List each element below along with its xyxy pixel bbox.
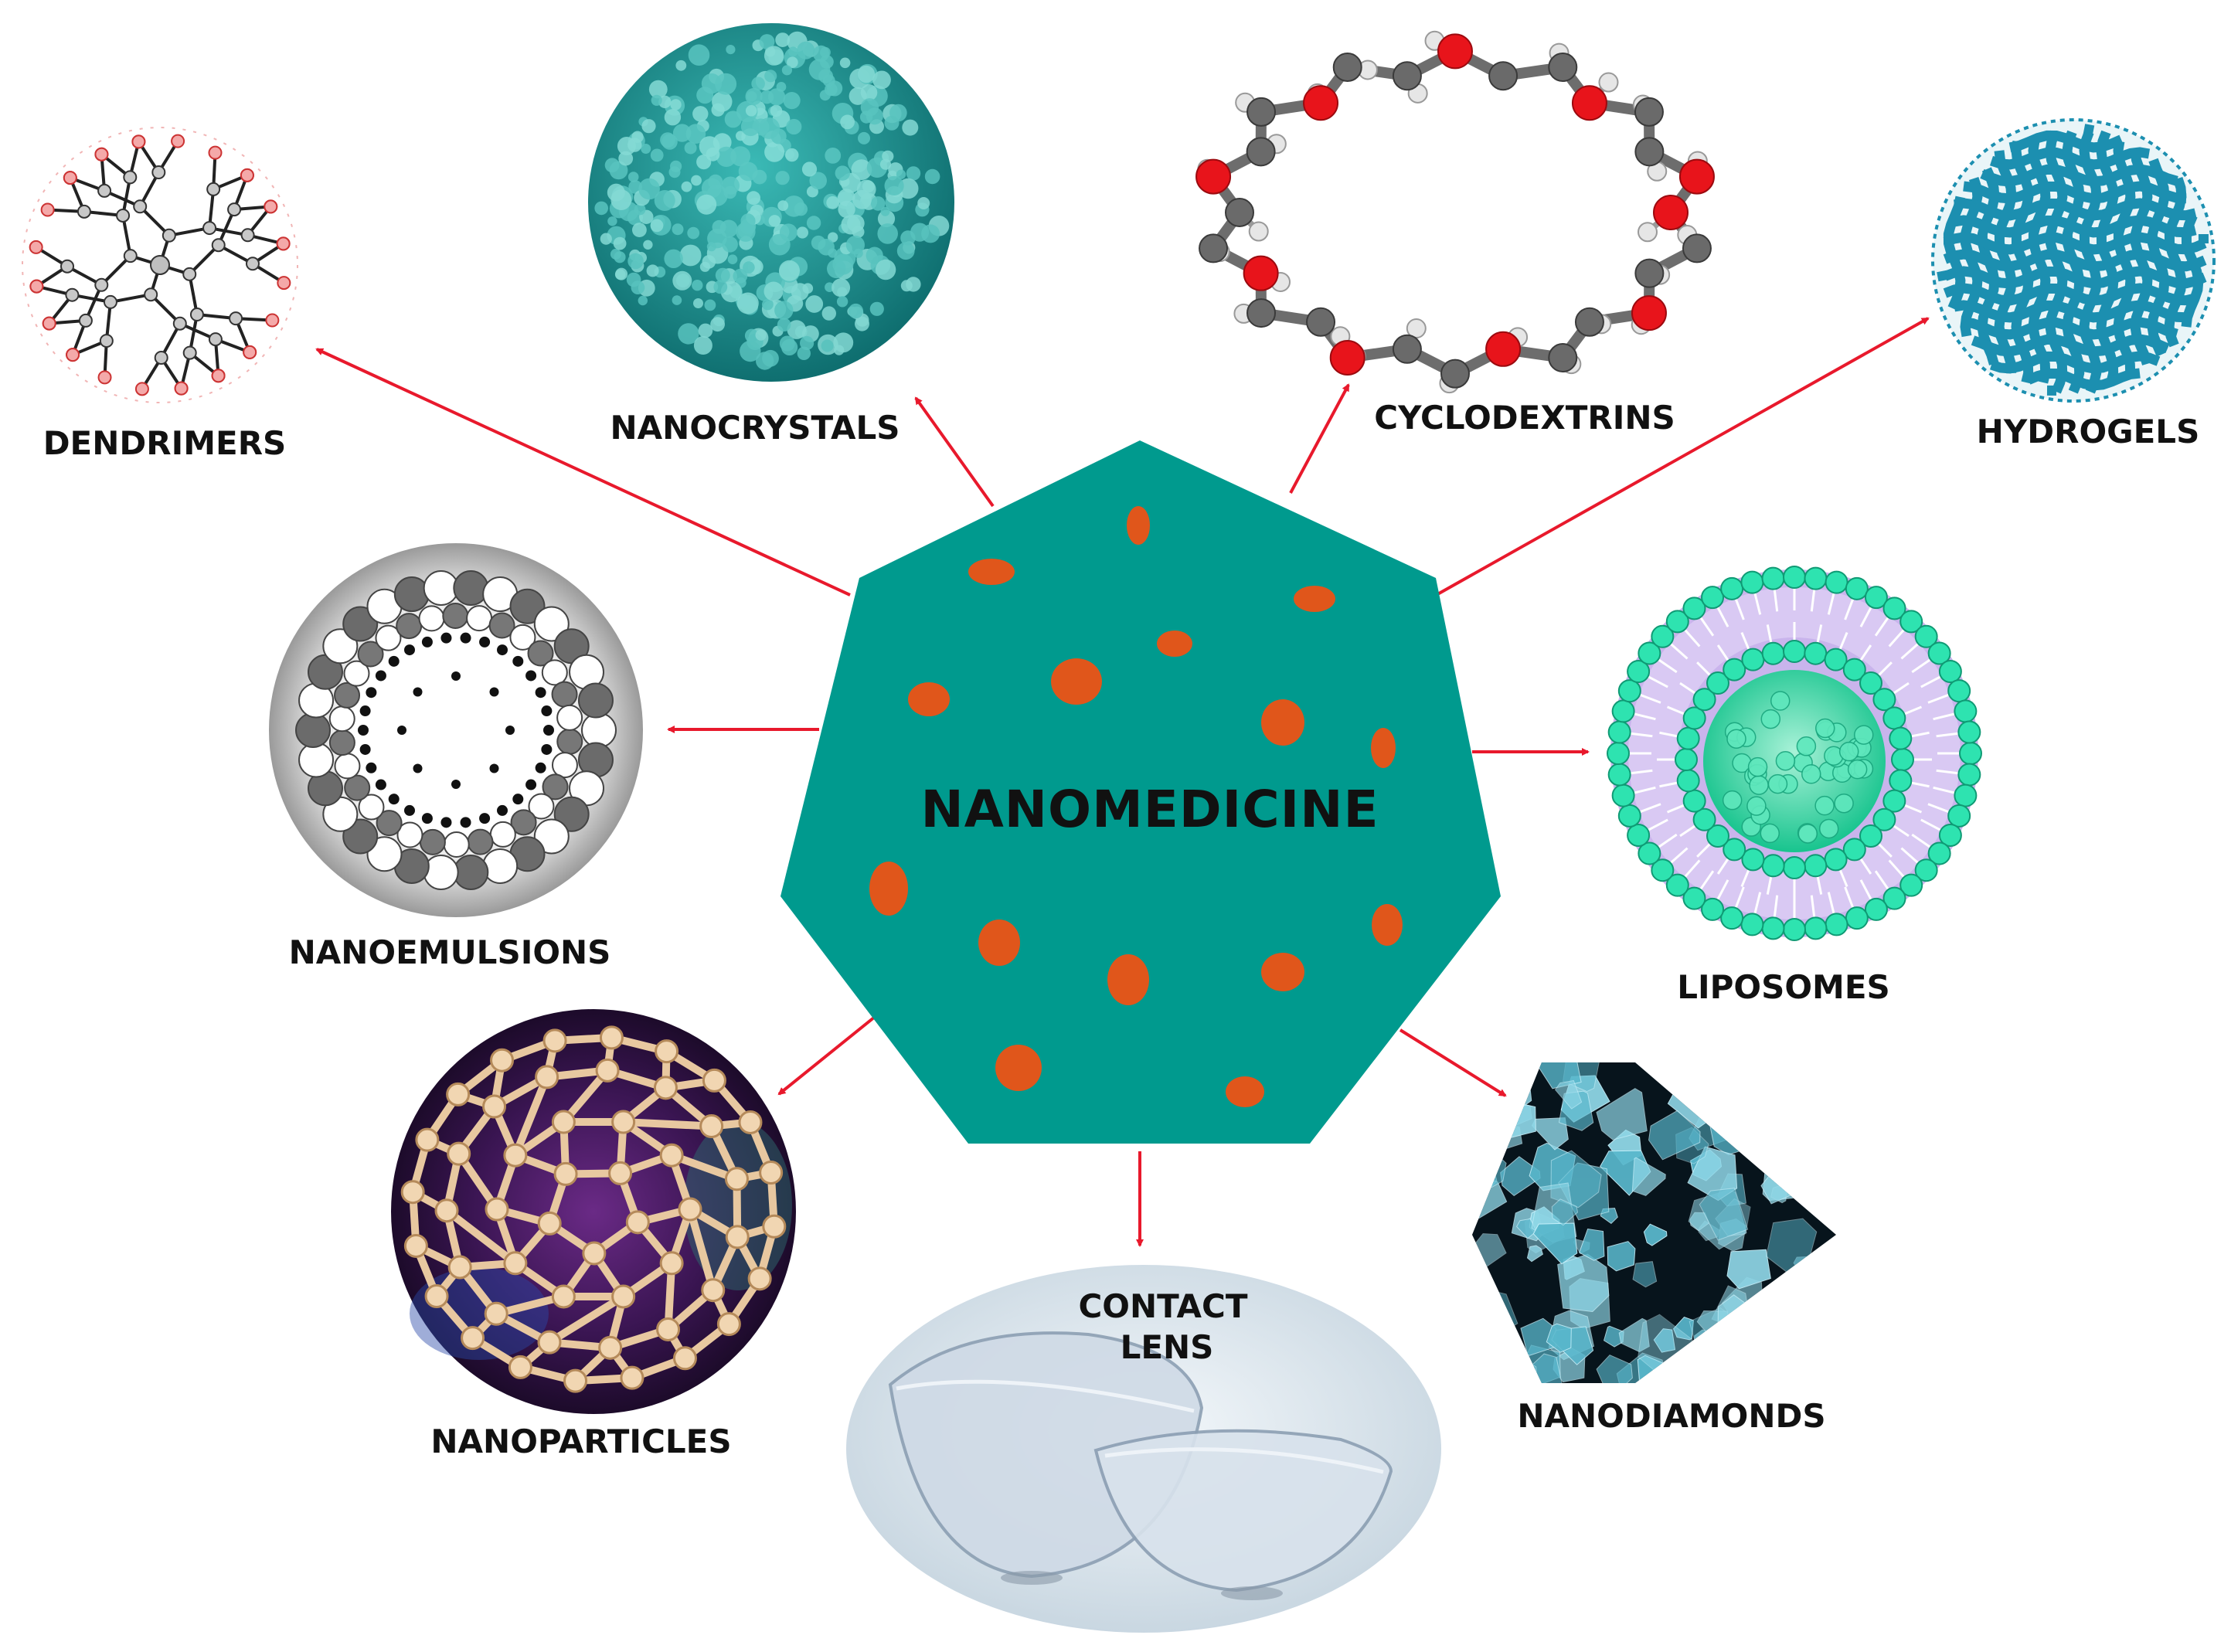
heptagon-shape <box>781 440 1501 1144</box>
arrow-to-cyclodextrins <box>1289 383 1350 494</box>
arrows <box>315 317 1930 1247</box>
arrow-to-nanocrystals <box>914 396 995 508</box>
liposome-icon <box>1607 566 1982 941</box>
hydrogel-icon <box>1931 118 2216 403</box>
nanoemulsion-icon <box>269 543 643 917</box>
drug-particles <box>869 506 1403 1107</box>
label-contact-lens-line1: CONTACT <box>1078 1287 1247 1325</box>
label-nanocrystals: NANOCRYSTALS <box>610 409 900 447</box>
center-title: NANOMEDICINE <box>920 780 1379 839</box>
nanomedicine-heptagon: NANOMEDICINE <box>781 440 1501 1144</box>
nanocrystal-icon <box>588 23 954 382</box>
dendrimer-icon <box>22 127 298 403</box>
label-liposomes: LIPOSOMES <box>1677 968 1890 1006</box>
nanodiamond-icon <box>1472 1062 1836 1383</box>
arrow-to-nanodiamonds <box>1399 1028 1507 1097</box>
arrow-to-hydrogels <box>1433 317 1930 598</box>
arrow-to-dendrimers <box>315 348 851 597</box>
arrow-to-nanoparticles <box>777 1012 880 1096</box>
label-contact-lens-line2: LENS <box>1121 1328 1214 1366</box>
label-nanodiamonds: NANODIAMONDS <box>1517 1397 1825 1435</box>
label-nanoparticles: NANOPARTICLES <box>430 1423 731 1460</box>
label-dendrimers: DENDRIMERS <box>43 424 287 462</box>
nanoparticle-icon <box>391 1009 796 1414</box>
label-hydrogels: HYDROGELS <box>1977 413 2200 450</box>
label-cyclodextrins: CYCLODEXTRINS <box>1374 399 1675 437</box>
cyclodextrin-icon <box>1195 30 1715 394</box>
contact-lens-icon <box>846 1265 1441 1633</box>
label-nanoemulsions: NANOEMULSIONS <box>289 933 611 971</box>
